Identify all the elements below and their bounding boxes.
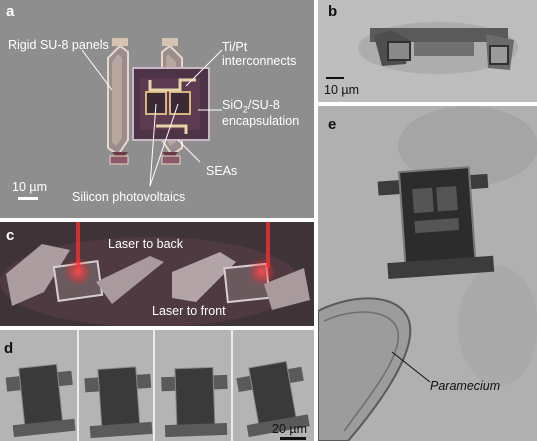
panel-e-micrograph	[318, 106, 537, 441]
panel-a-label: a	[6, 3, 15, 20]
annotation-laser-to-back: Laser to back	[108, 237, 184, 251]
panel-b: b 10 µm	[318, 0, 537, 102]
annotation-encapsulation: encapsulation	[222, 114, 300, 128]
scale-bar-d	[280, 437, 306, 440]
scale-bar-b	[326, 77, 344, 79]
panel-d-label: d	[4, 340, 14, 357]
panel-a: a Rigid SU-8 panels Ti/Pt interconnects …	[0, 0, 314, 218]
annotation-rigid-panels: Rigid SU-8 panels	[8, 38, 109, 52]
annotation-seas: SEAs	[206, 164, 238, 178]
annotation-silicon-photovoltaics: Silicon photovoltaics	[72, 190, 186, 204]
annotation-paramecium: Paramecium	[430, 379, 501, 393]
panel-a-micrograph	[81, 38, 223, 187]
panel-c-label: c	[6, 227, 15, 244]
panel-b-label: b	[328, 3, 338, 20]
annotation-sio2-rest: /SU-8	[247, 98, 280, 112]
scale-label-b: 10 µm	[324, 83, 359, 97]
annotation-tipt: Ti/Pt	[222, 40, 248, 54]
panel-d: d 20 µm	[0, 330, 314, 441]
annotation-laser-to-front: Laser to front	[152, 304, 226, 318]
scale-label-a: 10 µm	[12, 180, 47, 194]
scale-label-d: 20 µm	[272, 422, 307, 436]
annotation-interconnects: interconnects	[222, 54, 297, 68]
panel-c-micrograph	[0, 222, 310, 326]
panel-e: e Paramecium	[318, 106, 537, 441]
annotation-sio2-base: SiO	[222, 98, 243, 112]
panel-e-label: e	[328, 116, 337, 133]
panel-d-micrograph	[5, 330, 310, 441]
panel-c: c Laser to back Laser to front	[0, 222, 314, 326]
annotation-sio2: SiO2/SU-8	[222, 98, 280, 117]
annotation-sio2-subscript: 2	[242, 104, 248, 115]
panel-b-micrograph	[358, 22, 518, 74]
scale-bar-a	[18, 197, 38, 200]
